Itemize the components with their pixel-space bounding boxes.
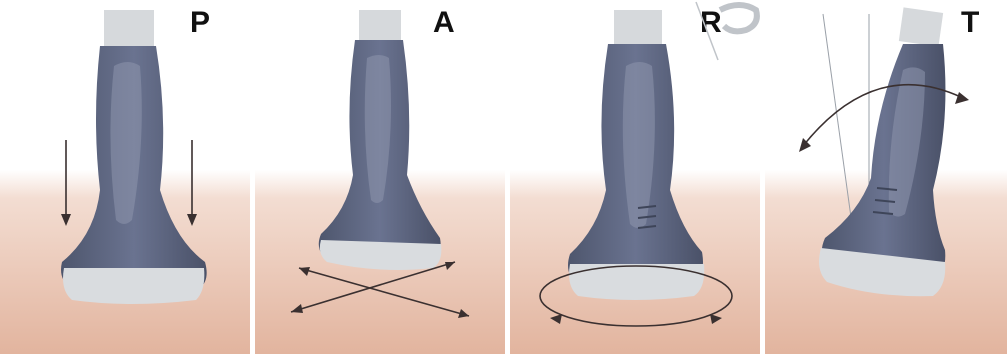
- probe-cable: [614, 10, 662, 44]
- probe-cable: [104, 10, 154, 46]
- probe-cable: [899, 7, 943, 46]
- watermark-logo: [660, 0, 780, 70]
- panel-t: T: [765, 0, 1007, 354]
- panel-label: A: [433, 8, 455, 38]
- panel-a: A: [255, 0, 505, 354]
- panel-a-illustration: [255, 0, 505, 354]
- panel-label: P: [190, 8, 210, 38]
- panel-p: P: [0, 0, 250, 354]
- panel-p-illustration: [0, 0, 250, 354]
- panel-label: T: [961, 8, 979, 38]
- probe-footprint: [63, 268, 204, 304]
- probe-cable: [359, 10, 401, 40]
- panel-t-illustration: [765, 0, 1007, 354]
